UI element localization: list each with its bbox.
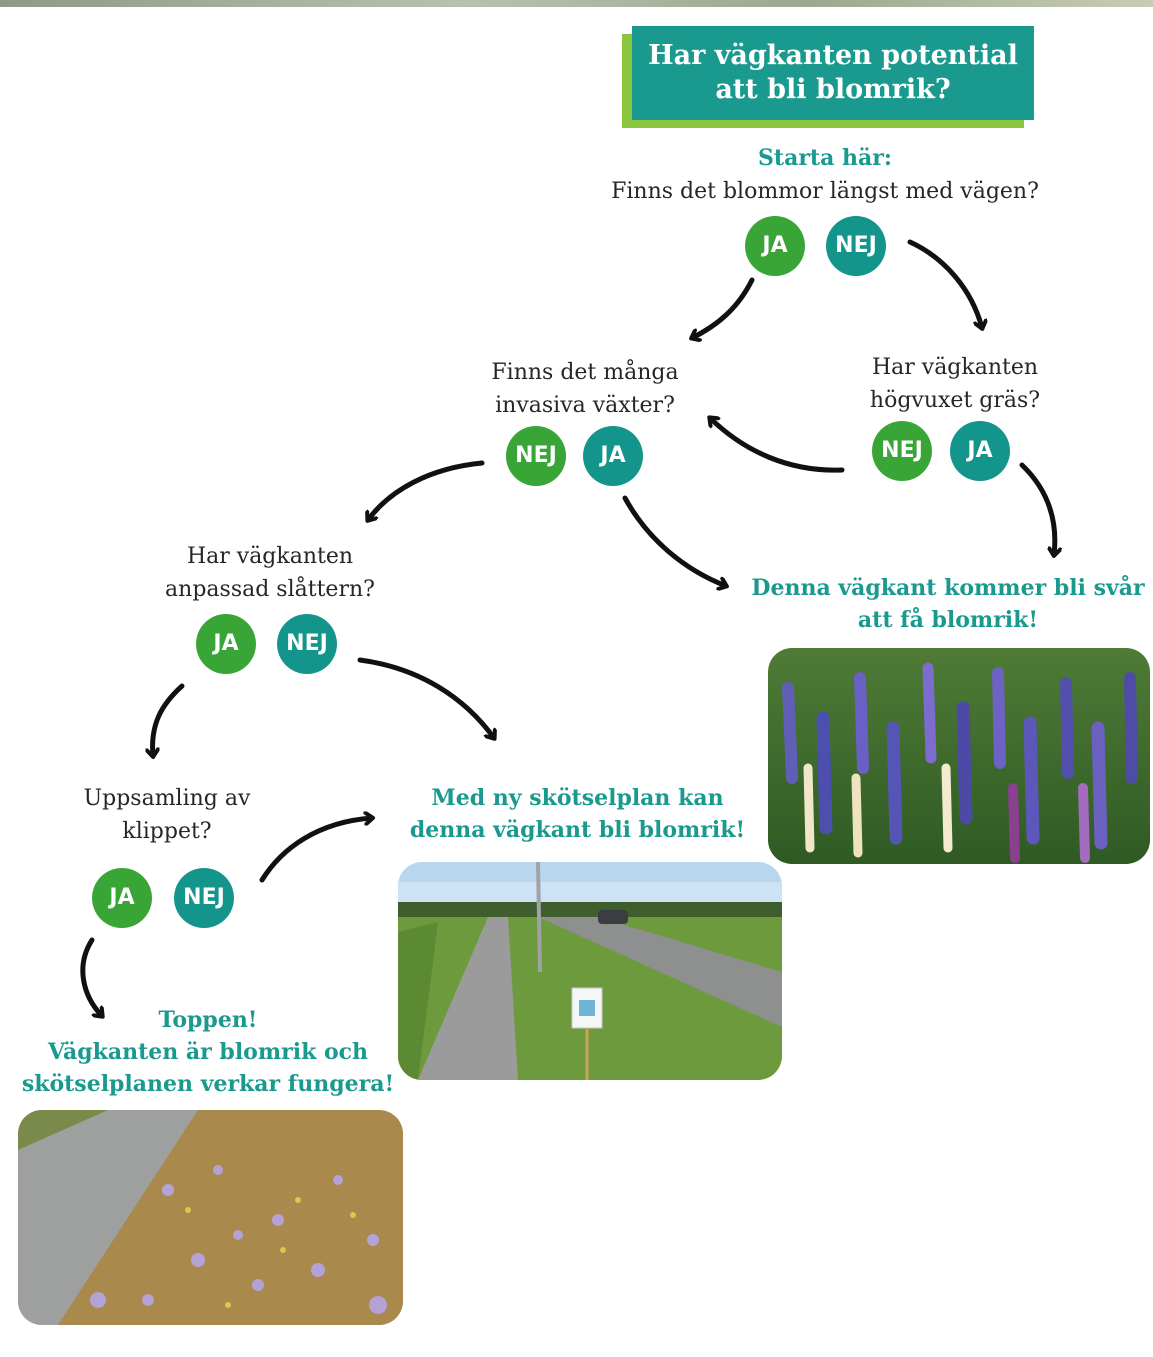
arrow-mowing-yes xyxy=(153,683,185,756)
start-yes-button[interactable]: JA xyxy=(745,216,805,276)
title-line-1: Har vägkanten potential xyxy=(648,40,1018,71)
tallgrass-line-2: högvuxet gräs? xyxy=(869,388,1041,413)
result-great: Toppen! Vägkanten är blomrik och skötsel… xyxy=(18,1004,398,1100)
start-label: Starta här: xyxy=(758,145,892,171)
result-hard-line-2: att få blomrik! xyxy=(857,607,1039,633)
mowing-yes-button[interactable]: JA xyxy=(196,614,256,674)
tallgrass-no-button[interactable]: NEJ xyxy=(872,421,932,481)
meadow-photo xyxy=(18,1110,403,1325)
result-hard: Denna vägkant kommer bli svår att få blo… xyxy=(748,572,1148,636)
top-photo-strip xyxy=(0,0,1153,7)
arrow-collection-no xyxy=(259,818,372,883)
result-newplan-line-1: Med ny skötselplan kan xyxy=(431,785,724,811)
invasive-yes-button[interactable]: JA xyxy=(583,426,643,486)
collection-line-1: Uppsamling av xyxy=(83,786,251,811)
tallgrass-question: Har vägkanten högvuxet gräs? xyxy=(845,351,1065,417)
title-line-2: att bli blomrik? xyxy=(715,74,951,105)
invasive-line-2: invasiva växter? xyxy=(495,393,675,418)
arrow-collection-yes xyxy=(80,937,102,1016)
lupin-photo xyxy=(768,648,1150,864)
result-great-line-3: skötselplanen verkar fungera! xyxy=(21,1071,395,1097)
arrow-start-no xyxy=(907,239,982,328)
collection-question: Uppsamling av klippet? xyxy=(62,782,272,848)
invasive-line-1: Finns det många xyxy=(491,360,679,385)
collection-line-2: klippet? xyxy=(122,819,212,844)
tallgrass-yes-button[interactable]: JA xyxy=(950,421,1010,481)
arrow-invasive-yes xyxy=(622,495,726,586)
collection-yes-button[interactable]: JA xyxy=(92,868,152,928)
road-photo xyxy=(398,862,782,1080)
result-newplan: Med ny skötselplan kan denna vägkant bli… xyxy=(405,782,750,846)
start-question: Starta här: Finns det blommor längst med… xyxy=(590,142,1060,208)
arrow-tallgrass-yes xyxy=(1019,462,1055,555)
arrow-tallgrass-no xyxy=(710,418,845,473)
mowing-line-2: anpassad slåttern? xyxy=(165,577,375,602)
arrow-invasive-no xyxy=(368,460,485,520)
invasive-no-button[interactable]: NEJ xyxy=(506,426,566,486)
result-great-line-2: Vägkanten är blomrik och xyxy=(47,1039,369,1065)
result-hard-line-1: Denna vägkant kommer bli svår xyxy=(751,575,1145,601)
title-banner: Har vägkanten potential att bli blomrik? xyxy=(622,26,1034,128)
title-box: Har vägkanten potential att bli blomrik? xyxy=(632,26,1034,120)
arrow-start-yes xyxy=(692,277,755,338)
result-newplan-line-2: denna vägkant bli blomrik! xyxy=(409,817,746,843)
mowing-no-button[interactable]: NEJ xyxy=(277,614,337,674)
start-no-button[interactable]: NEJ xyxy=(826,216,886,276)
mowing-line-1: Har vägkanten xyxy=(186,544,354,569)
tallgrass-line-1: Har vägkanten xyxy=(871,355,1039,380)
result-great-line-1: Toppen! xyxy=(158,1007,258,1033)
arrow-mowing-no xyxy=(357,657,494,738)
invasive-question: Finns det många invasiva växter? xyxy=(470,356,700,422)
collection-no-button[interactable]: NEJ xyxy=(174,868,234,928)
start-question-text: Finns det blommor längst med vägen? xyxy=(611,179,1039,204)
mowing-question: Har vägkanten anpassad slåttern? xyxy=(140,540,400,606)
